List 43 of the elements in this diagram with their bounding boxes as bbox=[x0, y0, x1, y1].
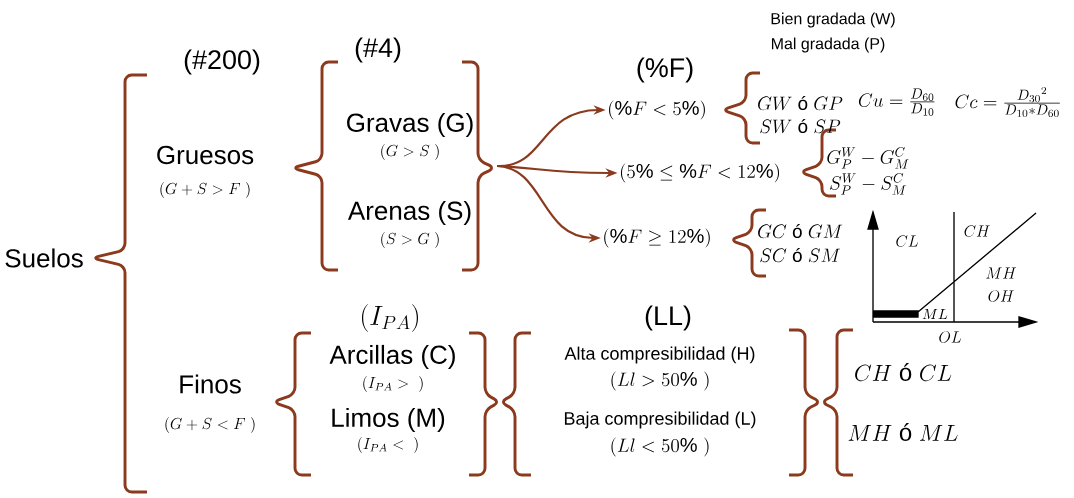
category-label: Alta compresibilidad (H) bbox=[564, 346, 755, 364]
formula: $Cc = \frac{{D_{30}}^{2}}{D_{10} * D_{60}}$ bbox=[955, 87, 1060, 117]
legend-text: Mal gradada (P) bbox=[771, 37, 885, 53]
category-label: Arcillas (C) bbox=[329, 344, 455, 370]
soil-symbol: $SC\ \text{ó}\ SM$ bbox=[760, 247, 841, 263]
chart-label: $MH$ bbox=[986, 267, 1016, 279]
formula: $Cu = \frac{D_{60}}{D_{10}}$ bbox=[858, 88, 935, 116]
category-label: Suelos bbox=[5, 248, 83, 268]
chart-label: $OH$ bbox=[988, 290, 1014, 302]
soil-symbol: $SW\ \text{ó}\ SP$ bbox=[760, 118, 841, 134]
soil-symbol: $GC\ \text{ó}\ GM$ bbox=[758, 223, 843, 239]
category-label: Arenas (S) bbox=[347, 200, 471, 226]
condition-formula: $(Ll > 50\%\ )$ bbox=[611, 371, 709, 391]
condition-formula: $(G + S > F\ )$ bbox=[160, 182, 250, 198]
category-label: Limos (M) bbox=[332, 407, 445, 433]
category-label: Baja compresibilidad (L) bbox=[564, 411, 756, 429]
soil-symbol: $GW\ \text{ó}\ GP$ bbox=[758, 95, 843, 111]
heading-text: (LL) bbox=[645, 305, 691, 331]
soil-symbol: $CH\ \text{ó}\ CL$ bbox=[855, 363, 952, 382]
chart-label: $CH$ bbox=[964, 225, 990, 237]
condition-formula: $(I_{PA} <\ \ )$ bbox=[358, 437, 418, 453]
range-label: $(5\% \leq \%F < 12\%)$ bbox=[620, 163, 780, 183]
heading-text: $(I_{PA})$ bbox=[362, 304, 418, 332]
condition-formula: $(G > S\ )$ bbox=[381, 144, 439, 160]
soil-symbol: $S_P^W - S_M^C$ bbox=[830, 173, 906, 195]
category-label: Finos bbox=[180, 374, 241, 394]
condition-formula: $(S > G\ )$ bbox=[381, 232, 439, 248]
soil-symbol: $G_P^W - G_M^C$ bbox=[827, 147, 909, 169]
condition-formula: $(Ll < 50\%\ )$ bbox=[611, 437, 709, 457]
heading-text: (%F) bbox=[637, 57, 693, 83]
legend-text: Bien gradada (W) bbox=[771, 12, 895, 28]
chart-label: $OL$ bbox=[939, 331, 961, 343]
heading-text: (#200) bbox=[184, 49, 260, 75]
condition-formula: $(I_{PA} >\ \ )$ bbox=[363, 376, 423, 392]
range-label: $(\%F \geq 12\%)$ bbox=[604, 228, 710, 248]
range-label: $(\%F < 5\%)$ bbox=[609, 100, 705, 120]
condition-formula: $(G + S < F\ )$ bbox=[165, 417, 255, 433]
category-label: Gruesos bbox=[157, 145, 254, 165]
soil-symbol: $MH\ \text{ó}\ ML$ bbox=[848, 423, 958, 441]
heading-text: (#4) bbox=[355, 37, 401, 63]
chart-label: $ML$ bbox=[922, 309, 948, 319]
category-label: Gravas (G) bbox=[347, 112, 473, 138]
chart-label: $CL$ bbox=[896, 235, 918, 247]
